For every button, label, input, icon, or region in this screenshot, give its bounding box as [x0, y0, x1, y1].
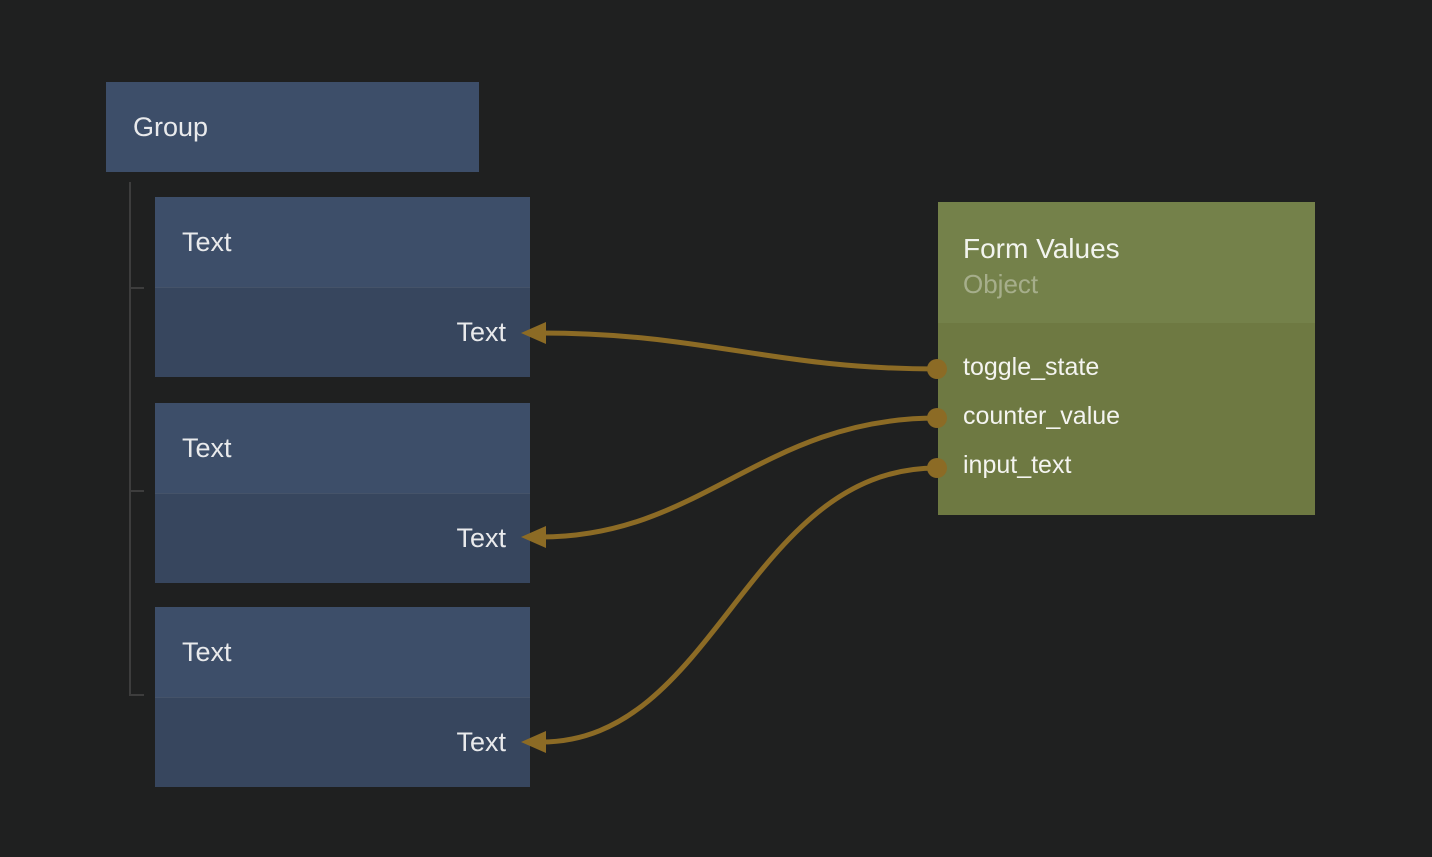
group-node-header[interactable]: Group	[106, 82, 479, 172]
text-node-1-header[interactable]: Text	[155, 197, 530, 287]
node-text-1[interactable]: Text Text	[155, 197, 530, 377]
node-text-3[interactable]: Text Text	[155, 607, 530, 787]
text-node-2-header[interactable]: Text	[155, 403, 530, 493]
text-node-3-header[interactable]: Text	[155, 607, 530, 697]
text-node-1-title: Text	[182, 226, 232, 257]
text-node-3-title: Text	[182, 636, 232, 667]
wire-input-text-to-text-3[interactable]	[538, 465, 940, 745]
text-node-3-input-label: Text	[456, 727, 506, 757]
field-label-toggle-state: toggle_state	[963, 353, 1100, 381]
form-values-header[interactable]: Form Values Object	[938, 202, 1315, 323]
node-group[interactable]: Group	[106, 82, 479, 172]
text-node-1-input-row[interactable]: Text	[155, 287, 530, 377]
field-label-counter-value: counter_value	[963, 402, 1121, 430]
node-text-2[interactable]: Text Text	[155, 403, 530, 583]
field-row-toggle-state[interactable]: toggle_state	[938, 343, 1315, 392]
form-values-body: toggle_state counter_value input_text	[938, 323, 1315, 515]
field-row-counter-value[interactable]: counter_value	[938, 392, 1315, 441]
form-values-subtitle: Object	[963, 268, 1039, 299]
text-node-2-input-row[interactable]: Text	[155, 493, 530, 583]
form-values-title: Form Values	[963, 232, 1120, 264]
node-form-values[interactable]: Form Values Object toggle_state counter_…	[938, 202, 1315, 515]
wire-counter-value-to-text-2[interactable]	[538, 415, 940, 540]
group-node-title: Group	[133, 111, 209, 142]
text-node-2-input-label: Text	[456, 523, 506, 553]
wire-toggle-state-to-text-1[interactable]	[538, 330, 940, 372]
group-children-tree-line	[129, 182, 144, 696]
text-node-2-title: Text	[182, 432, 232, 463]
text-node-1-input-label: Text	[456, 317, 506, 347]
text-node-3-input-row[interactable]: Text	[155, 697, 530, 787]
field-row-input-text[interactable]: input_text	[938, 441, 1315, 490]
field-label-input-text: input_text	[963, 451, 1072, 479]
